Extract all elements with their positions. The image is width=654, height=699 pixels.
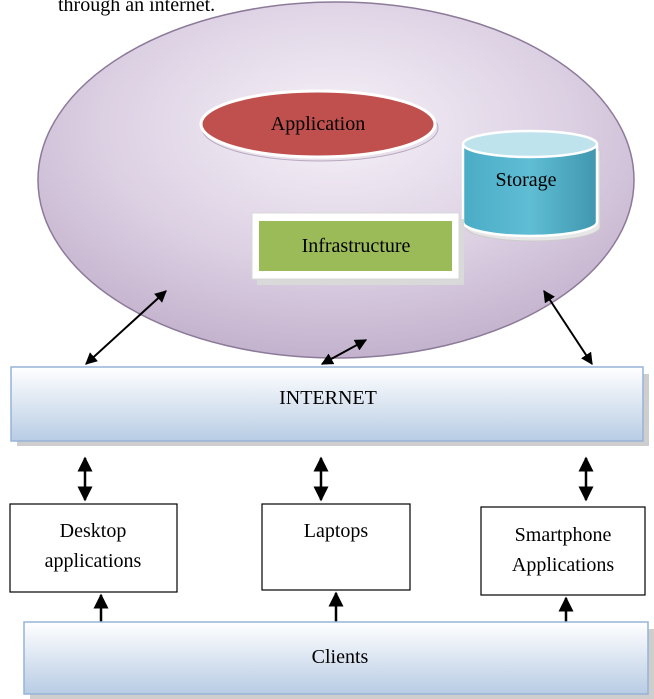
clients-rect xyxy=(23,621,649,695)
internet-label: INTERNET xyxy=(279,387,377,409)
application-ellipse xyxy=(199,89,437,159)
storage-node: Storage xyxy=(461,129,601,242)
storage-label: Storage xyxy=(495,169,556,191)
arrow-cloud-left xyxy=(85,290,167,365)
smartphone-label-line1: Smartphone xyxy=(515,524,612,546)
storage-cylinder-body xyxy=(461,144,599,238)
clients-label: Clients xyxy=(312,646,369,668)
internet-rect xyxy=(10,366,644,442)
arrow-cloud-center xyxy=(320,339,368,365)
clients-device-arrows xyxy=(93,591,574,622)
internet-bar: INTERNET xyxy=(10,366,649,446)
laptops-label: Laptops xyxy=(304,520,369,542)
infrastructure-node: Infrastructure xyxy=(251,212,464,285)
desktop-label-line2: applications xyxy=(45,550,142,572)
smartphone-label-line2: Applications xyxy=(512,554,614,576)
device-smartphone: Smartphone Applications xyxy=(480,506,646,596)
infrastructure-label: Infrastructure xyxy=(302,235,411,257)
application-label: Application xyxy=(271,113,365,135)
storage-cylinder-top xyxy=(461,129,599,159)
device-desktop: Desktop applications xyxy=(9,503,178,593)
cloud-internet-arrows xyxy=(85,289,593,366)
internet-device-arrows xyxy=(77,456,594,502)
header-text: through an internet. xyxy=(58,0,216,16)
clients-bar: Clients xyxy=(23,621,654,699)
desktop-label-line1: Desktop xyxy=(60,520,127,542)
arrow-cloud-right xyxy=(543,289,593,366)
device-laptops: Laptops xyxy=(261,503,411,591)
application-node: Application xyxy=(199,89,439,162)
